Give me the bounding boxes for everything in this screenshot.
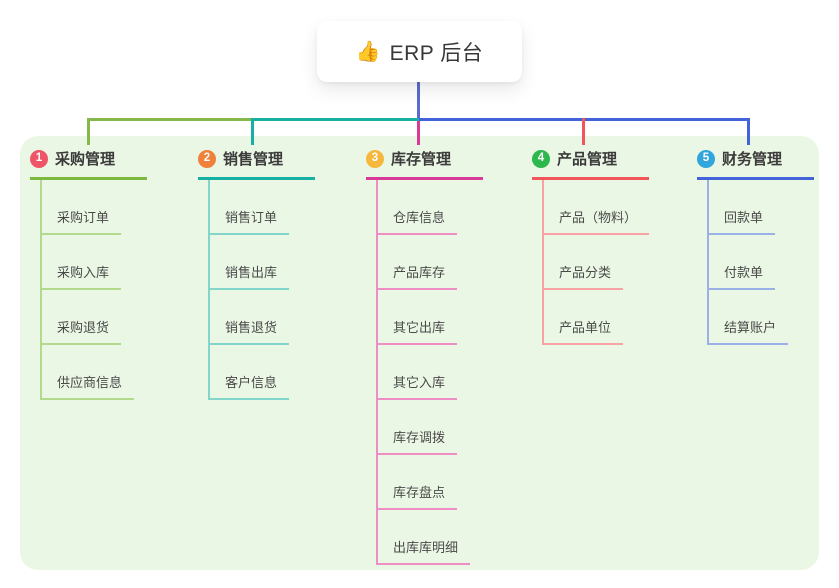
mindmap-node[interactable]: 销售退货: [208, 290, 290, 345]
node-label: 产品分类: [559, 265, 612, 280]
branch-number-badge: 3: [366, 149, 384, 168]
node-label: 付款单: [724, 265, 764, 280]
node-label: 回款单: [724, 210, 764, 225]
mindmap-node[interactable]: 库存调拨: [376, 400, 458, 455]
node-label: 结算账户: [724, 320, 777, 335]
connector-drop-inventory: [417, 121, 420, 145]
branch-inventory-children: 仓库信息 产品库存 其它出库 其它入库 库存调拨 库存盘点 出库库明细: [366, 180, 526, 565]
mindmap-node[interactable]: 客户信息: [208, 345, 290, 400]
branch-label: 库存管理: [391, 151, 452, 168]
connector-drop-purchase: [87, 118, 90, 145]
node-label: 供应商信息: [57, 375, 123, 390]
mindmap-node[interactable]: 付款单: [707, 235, 776, 290]
connector-drop-finance: [747, 118, 750, 145]
connector-drop-product: [582, 118, 585, 145]
node-label: 其它入库: [393, 375, 446, 390]
mindmap-node[interactable]: 其它入库: [376, 345, 458, 400]
mindmap-node[interactable]: 其它出库: [376, 290, 458, 345]
node-label: 采购订单: [57, 210, 110, 225]
mindmap-node[interactable]: 供应商信息: [40, 345, 135, 400]
branch-finance: 5 财务管理 回款单 付款单 结算账户: [697, 146, 839, 345]
mindmap-node[interactable]: 销售订单: [208, 180, 290, 235]
connector-root-vertical: [417, 82, 420, 119]
node-label: 销售订单: [225, 210, 278, 225]
root-node[interactable]: 👍 ERP 后台: [317, 21, 522, 82]
branch-sales-children: 销售订单 销售出库 销售退货 客户信息: [198, 180, 358, 400]
branch-product: 4 产品管理 产品（物料） 产品分类 产品单位: [532, 146, 692, 345]
node-label: 销售退货: [225, 320, 278, 335]
branch-finance-header[interactable]: 5 财务管理: [697, 146, 814, 180]
branch-inventory: 3 库存管理 仓库信息 产品库存 其它出库 其它入库 库存调拨 库存盘点 出库库…: [366, 146, 526, 565]
mindmap-node[interactable]: 出库库明细: [376, 510, 471, 565]
branch-label: 销售管理: [223, 151, 284, 168]
branch-number-badge: 2: [198, 149, 216, 168]
branch-label: 财务管理: [722, 151, 783, 168]
root-node-label: ERP 后台: [389, 41, 484, 65]
branch-label: 产品管理: [557, 151, 618, 168]
connector-horizontal-left-outer: [87, 118, 253, 121]
branch-label: 采购管理: [55, 151, 116, 168]
node-label: 采购退货: [57, 320, 110, 335]
branch-number-badge: 5: [697, 149, 715, 168]
mindmap-node[interactable]: 采购退货: [40, 290, 122, 345]
mindmap-node[interactable]: 采购入库: [40, 235, 122, 290]
node-label: 库存调拨: [393, 430, 446, 445]
node-label: 客户信息: [225, 375, 278, 390]
mindmap-node[interactable]: 库存盘点: [376, 455, 458, 510]
branch-inventory-header[interactable]: 3 库存管理: [366, 146, 483, 180]
branch-purchase-header[interactable]: 1 采购管理: [30, 146, 147, 180]
branch-number-badge: 4: [532, 149, 550, 168]
branch-number-badge: 1: [30, 149, 48, 168]
node-label: 仓库信息: [393, 210, 446, 225]
mindmap-node[interactable]: 采购订单: [40, 180, 122, 235]
node-label: 出库库明细: [393, 540, 459, 555]
node-label: 采购入库: [57, 265, 110, 280]
mindmap-node[interactable]: 产品分类: [542, 235, 624, 290]
branch-purchase-children: 采购订单 采购入库 采购退货 供应商信息: [30, 180, 190, 400]
branch-product-children: 产品（物料） 产品分类 产品单位: [532, 180, 692, 345]
mindmap-node[interactable]: 产品单位: [542, 290, 624, 345]
node-label: 产品（物料）: [559, 210, 638, 225]
node-label: 产品单位: [559, 320, 612, 335]
branch-product-header[interactable]: 4 产品管理: [532, 146, 649, 180]
branch-finance-children: 回款单 付款单 结算账户: [697, 180, 839, 345]
mindmap-node[interactable]: 结算账户: [707, 290, 789, 345]
connector-horizontal-left-inner: [253, 118, 419, 121]
mindmap-node[interactable]: 产品（物料）: [542, 180, 650, 235]
node-label: 库存盘点: [393, 485, 446, 500]
node-label: 产品库存: [393, 265, 446, 280]
node-label: 销售出库: [225, 265, 278, 280]
mindmap-node[interactable]: 仓库信息: [376, 180, 458, 235]
branch-purchase: 1 采购管理 采购订单 采购入库 采购退货 供应商信息: [30, 146, 190, 400]
branches-panel: [20, 136, 819, 570]
node-label: 其它出库: [393, 320, 446, 335]
mindmap-node[interactable]: 销售出库: [208, 235, 290, 290]
branch-sales-header[interactable]: 2 销售管理: [198, 146, 315, 180]
branch-sales: 2 销售管理 销售订单 销售出库 销售退货 客户信息: [198, 146, 358, 400]
thumbs-up-icon: 👍: [355, 40, 381, 63]
connector-drop-sales: [251, 118, 254, 145]
mindmap-node[interactable]: 回款单: [707, 180, 776, 235]
mindmap-node[interactable]: 产品库存: [376, 235, 458, 290]
